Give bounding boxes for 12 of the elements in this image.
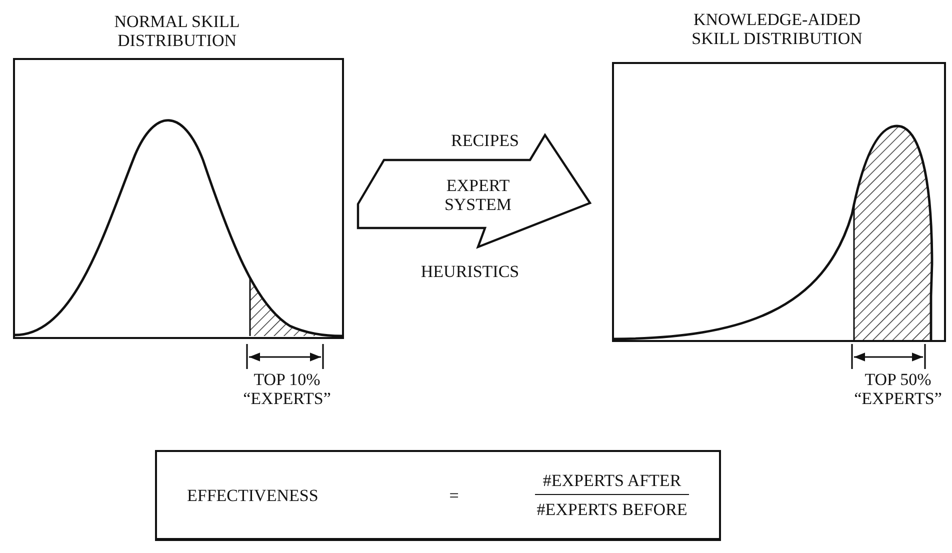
chart-title: KNOWLEDGE-AIDED SKILL DISTRIBUTION	[690, 10, 864, 48]
percentage-label: TOP 50% “EXPERTS”	[854, 370, 942, 408]
annotation-text: RECIPES	[450, 131, 520, 150]
formula-text: #EXPERTS AFTER	[542, 471, 682, 490]
percentage-label: TOP 10% “EXPERTS”	[243, 370, 331, 408]
equals-sign: =	[448, 486, 460, 505]
formula-text: #EXPERTS BEFORE	[536, 500, 688, 519]
chart-title: NORMAL SKILL DISTRIBUTION	[113, 12, 241, 50]
block-arrow	[356, 132, 592, 249]
edge-label: EXPERT SYSTEM	[443, 176, 513, 214]
formula-text: EFFECTIVENESS	[187, 486, 320, 505]
annotation-text: HEURISTICS	[420, 262, 520, 281]
